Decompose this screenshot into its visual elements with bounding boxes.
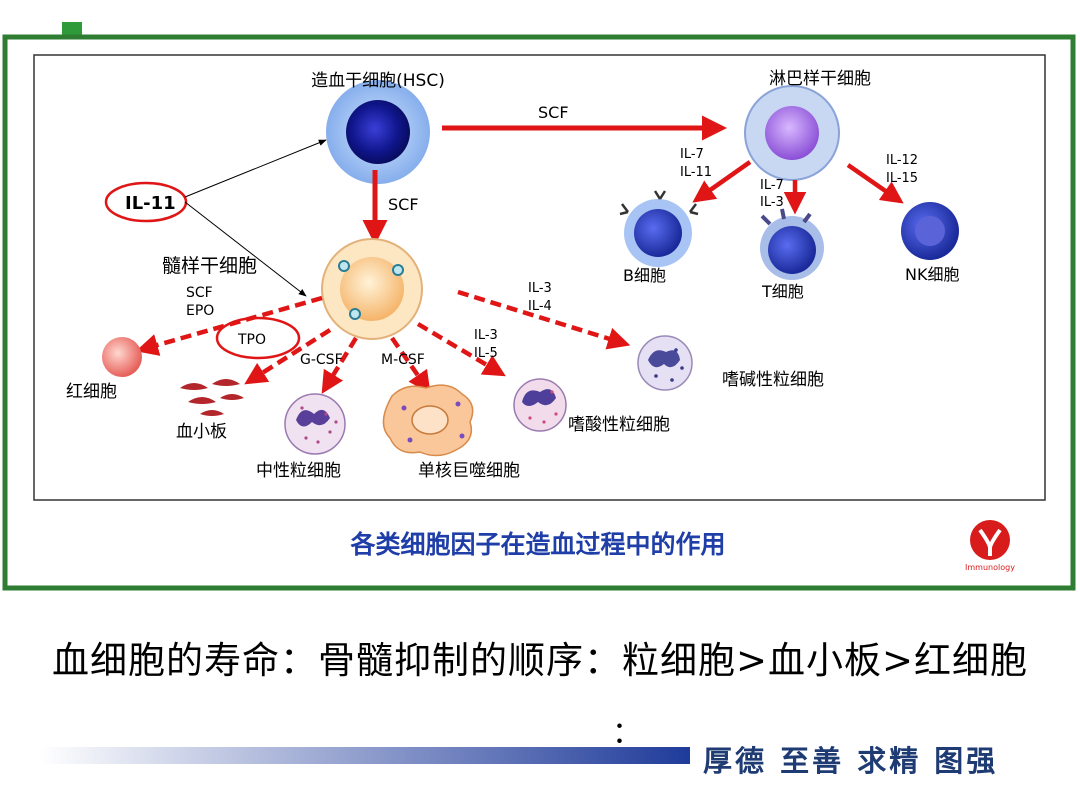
scf-down-label: SCF <box>388 195 419 214</box>
il11-to-hsc-arrow <box>184 139 327 198</box>
footer-bar <box>40 747 690 764</box>
mcsf-label: M-CSF <box>381 352 425 368</box>
il7-il11-line2: IL-11 <box>680 165 712 180</box>
tpo-highlight <box>215 316 301 360</box>
neutrophil-cell <box>284 393 346 455</box>
il3-il5-line2: IL-5 <box>474 346 498 361</box>
lymphoid-label: 淋巴样干细胞 <box>769 69 871 89</box>
caption-text: 血细胞的寿命：骨髓抑制的顺序：粒细胞>血小板>红细胞 <box>51 639 1028 682</box>
il7-il3-line2: IL-3 <box>760 195 784 210</box>
rbc-cell <box>102 337 142 377</box>
il12-il15-line2: IL-15 <box>886 171 918 186</box>
arrow-to-monocyte <box>390 336 431 394</box>
t-cell-label: T细胞 <box>761 282 804 301</box>
top-tab <box>62 22 82 36</box>
il3-il5-line1: IL-3 <box>474 328 498 343</box>
myeloid-stem-cell <box>321 238 423 340</box>
gcsf-label: G-CSF <box>300 352 343 368</box>
b-cell-label: B细胞 <box>623 266 666 285</box>
il12-il15-line1: IL-12 <box>886 153 918 168</box>
stray-colon: ： <box>612 716 642 751</box>
tpo-label: TPO <box>237 332 266 348</box>
il11-label: IL-11 <box>125 193 176 214</box>
eosinophil-label: 嗜酸性粒细胞 <box>568 415 670 435</box>
neutrophil-label: 中性粒细胞 <box>256 461 341 481</box>
basophil-label: 嗜碱性粒细胞 <box>722 370 824 390</box>
eosinophil-cell <box>513 378 567 432</box>
il3-il4-line1: IL-3 <box>528 281 552 296</box>
monocyte-cell <box>382 384 474 457</box>
t-cell <box>760 208 824 280</box>
scf-epo-line1: SCF <box>186 285 213 301</box>
b-cell <box>619 190 699 267</box>
hsc-cell <box>326 80 430 184</box>
platelet-cluster <box>180 379 244 416</box>
monocyte-label: 单核巨噬细胞 <box>418 461 520 481</box>
il3-il4-line2: IL-4 <box>528 299 552 314</box>
arrow-to-basophil <box>457 289 631 350</box>
immunology-logo <box>970 520 1010 560</box>
il11-to-myeloid-arrow <box>184 201 307 297</box>
logo-text: Immunology <box>965 563 1015 572</box>
lymphoid-stem-cell <box>744 85 840 181</box>
arrow-to-b-cell <box>692 160 752 203</box>
myeloid-label: 髓样干细胞 <box>162 255 257 277</box>
platelet-label: 血小板 <box>176 422 227 442</box>
il7-il11-line1: IL-7 <box>680 147 704 162</box>
il11-highlight <box>104 181 188 223</box>
rbc-label: 红细胞 <box>66 382 117 402</box>
scf-right-label: SCF <box>538 103 569 122</box>
school-motto: 厚德 至善 求精 图强 <box>703 744 999 778</box>
nk-cell <box>901 202 959 260</box>
hsc-label: 造血干细胞(HSC) <box>311 71 445 91</box>
basophil-cell <box>637 335 693 391</box>
arrow-to-neutrophil <box>321 336 358 394</box>
arrow-to-nk-cell <box>846 163 904 204</box>
nk-cell-label: NK细胞 <box>905 265 959 284</box>
il7-il3-line1: IL-7 <box>760 178 784 193</box>
diagram-title: 各类细胞因子在造血过程中的作用 <box>349 530 725 559</box>
scf-epo-line2: EPO <box>186 303 214 319</box>
